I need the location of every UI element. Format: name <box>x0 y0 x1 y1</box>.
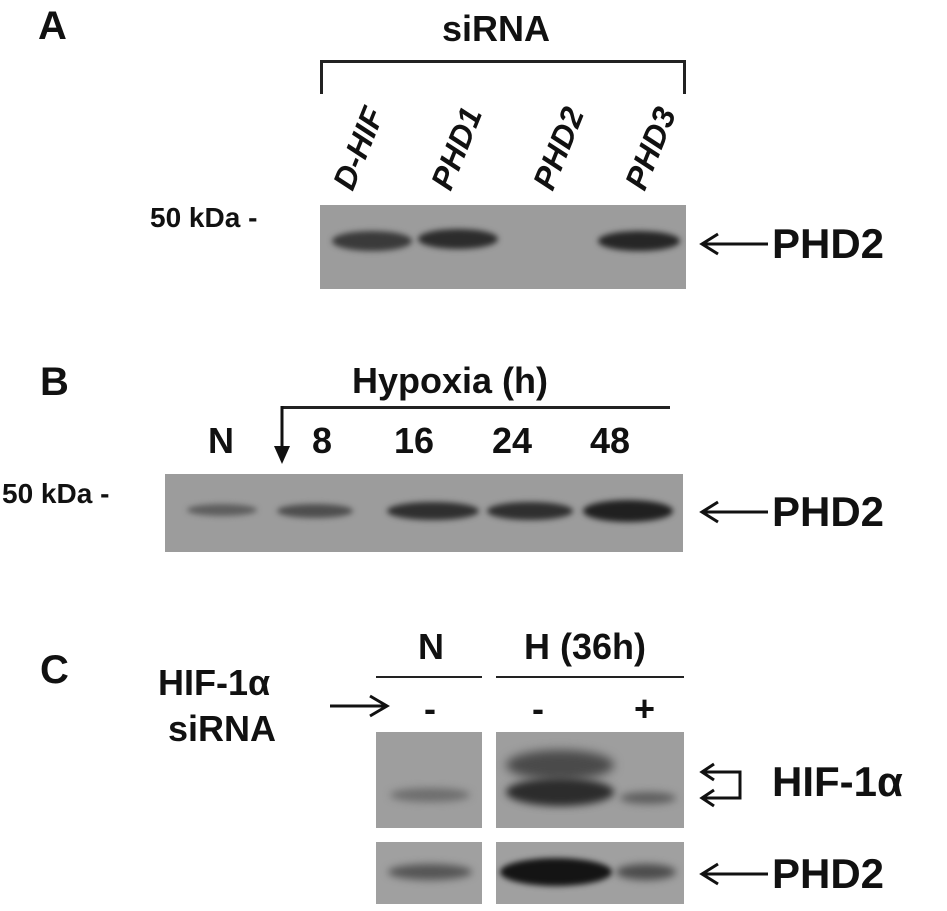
panel-c-target-top: HIF-1α <box>772 758 903 805</box>
panel-c-group-n-rule <box>376 676 482 678</box>
panel-c-target-bottom: PHD2 <box>772 850 885 897</box>
panel-c-hif-double-arrow <box>699 762 742 808</box>
blot-band <box>277 504 353 518</box>
panel-a-lane-label: PHD3 <box>617 101 684 195</box>
panel-c-group-h: H (36h) <box>524 626 647 667</box>
panel-b-lane-label: 8 <box>312 420 333 461</box>
panel-a-letter: A <box>38 4 67 48</box>
panel-a-arrow <box>699 232 768 256</box>
panel-b-lane-label: 24 <box>492 420 533 461</box>
panel-b-blot <box>165 474 683 552</box>
panel-b-down-arrow <box>274 406 290 464</box>
panel-c-phd2-blot-h <box>496 842 684 904</box>
blot-band <box>506 750 614 780</box>
panel-a-target-label: PHD2 <box>772 220 885 267</box>
panel-a-bracket-left <box>320 60 323 94</box>
blot-band <box>418 229 498 249</box>
panel-b-lane-label: 16 <box>394 420 435 461</box>
panel-c-letter: C <box>40 648 69 692</box>
panel-b-bracket-top <box>282 406 670 409</box>
blot-band <box>616 864 676 880</box>
panel-a-lane-label: D-HIF <box>325 102 392 195</box>
panel-b-marker: 50 kDa - <box>2 478 110 509</box>
panel-b-lane-label: 48 <box>590 420 631 461</box>
panel-a-lane-label: PHD1 <box>423 101 490 195</box>
panel-c-row-label-1: HIF-1α <box>158 662 271 703</box>
blot-band <box>332 231 412 251</box>
panel-b-letter: B <box>40 360 69 404</box>
blot-band <box>387 502 479 520</box>
panel-c-sign: - <box>424 688 436 729</box>
panel-c-sign: - <box>532 688 544 729</box>
blot-band <box>187 504 257 516</box>
panel-b-arrow <box>699 500 768 524</box>
blot-band <box>583 500 673 522</box>
blot-band <box>620 792 676 804</box>
panel-a-lane-label: PHD2 <box>525 101 592 195</box>
blot-band <box>506 778 614 806</box>
blot-band <box>500 858 612 886</box>
panel-b-header: Hypoxia (h) <box>352 360 549 401</box>
panel-a-marker: 50 kDa - <box>150 202 258 233</box>
panel-c-phd2-blot-n <box>376 842 482 904</box>
panel-b-lane-label: N <box>208 420 234 461</box>
panel-a-header: siRNA <box>442 8 551 49</box>
panel-b-target-label: PHD2 <box>772 488 885 535</box>
panel-c-hif-blot-h <box>496 732 684 828</box>
panel-c-row-arrow <box>330 694 390 718</box>
panel-c-group-n: N <box>418 626 444 667</box>
panel-c-group-h-rule <box>496 676 684 678</box>
blot-band <box>598 231 680 251</box>
panel-c-hif-blot-n <box>376 732 482 828</box>
blot-band <box>388 864 472 880</box>
panel-a-bracket-right <box>683 60 686 94</box>
blot-band <box>390 788 470 802</box>
panel-a-blot <box>320 205 686 289</box>
panel-c-sign: + <box>634 688 656 729</box>
panel-c-row-label-2: siRNA <box>168 708 277 749</box>
blot-band <box>487 502 573 520</box>
panel-c-phd2-arrow <box>699 862 768 886</box>
panel-a-bracket-top <box>320 60 686 63</box>
